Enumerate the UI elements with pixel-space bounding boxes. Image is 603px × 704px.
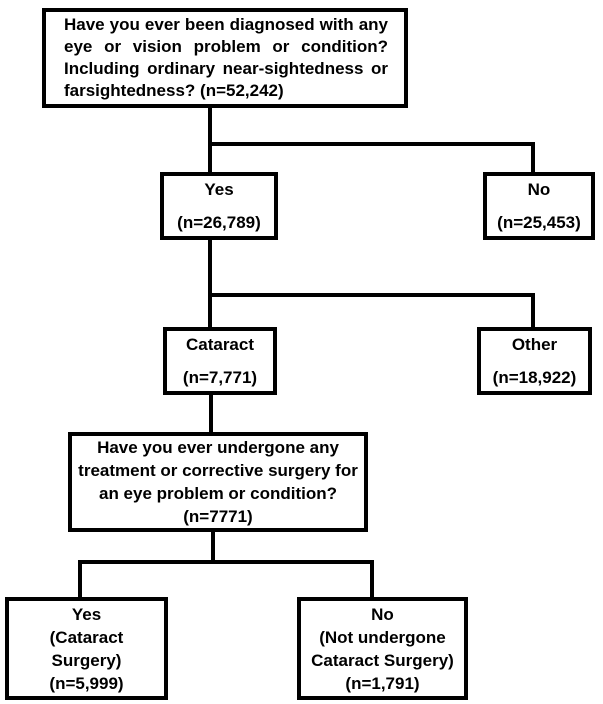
connector-yes1-to-level3-stem [208, 238, 212, 328]
connector-level3-other-drop [531, 293, 535, 327]
surgery-question-line: treatment or corrective surgery for [78, 461, 358, 480]
no-surgery-line: Cataract Surgery) [311, 650, 454, 670]
no-diagnosed-label: No [527, 179, 551, 199]
yes-diagnosed-label: Yes [204, 179, 234, 199]
diagnosis-question-line: Have you ever been diagnosed with any [64, 15, 388, 34]
surgery-question-line: an eye problem or condition? [98, 484, 338, 503]
other-label: Other [511, 334, 558, 354]
connector-level2-no-drop [531, 142, 535, 172]
connector-level5-hbar [78, 560, 374, 564]
no-cataract-surgery-box: No (Not undergone Cataract Surgery) (n=1… [297, 597, 468, 700]
surgery-question-box: Have you ever undergone any treatment or… [68, 432, 368, 532]
connector-q1-to-level2-stem [208, 106, 212, 172]
diagnosis-question-line: eye or vision problem or condition? [64, 37, 388, 56]
other-count: (n=18,922) [492, 367, 577, 387]
no-surgery-count: (n=1,791) [345, 673, 420, 693]
diagnosis-question-count: farsightedness? (n=52,242) [64, 81, 284, 100]
other-box: Other (n=18,922) [477, 327, 592, 395]
yes-surgery-line: Surgery) [51, 650, 122, 670]
cataract-box: Cataract (n=7,771) [163, 327, 277, 395]
connector-level5-yes-drop [78, 560, 82, 597]
connector-cataract-to-q2 [209, 393, 213, 433]
no-diagnosed-count: (n=25,453) [497, 212, 581, 232]
yes-surgery-count: (n=5,999) [49, 673, 124, 693]
no-diagnosed-box: No (n=25,453) [483, 172, 595, 240]
cataract-label: Cataract [185, 334, 255, 354]
connector-level2-hbar [208, 142, 535, 146]
connector-level3-hbar [208, 293, 535, 297]
yes-surgery-line: (Cataract [49, 627, 124, 647]
connector-q2-stem [211, 530, 215, 562]
no-surgery-line: No [371, 604, 394, 624]
surgery-question-count: (n=7771) [183, 507, 253, 526]
diagnosis-question-box: Have you ever been diagnosed with any ey… [42, 8, 408, 108]
surgery-question-line: Have you ever undergone any [97, 438, 339, 457]
yes-surgery-line: Yes [71, 604, 102, 624]
yes-diagnosed-count: (n=26,789) [177, 212, 261, 232]
yes-cataract-surgery-box: Yes (Cataract Surgery) (n=5,999) [5, 597, 168, 700]
diagnosis-question-line: Including ordinary near-sightedness or [64, 59, 388, 78]
no-surgery-line: (Not undergone [319, 627, 446, 647]
cataract-count: (n=7,771) [182, 367, 258, 387]
yes-diagnosed-box: Yes (n=26,789) [160, 172, 278, 240]
connector-level5-no-drop [370, 560, 374, 597]
